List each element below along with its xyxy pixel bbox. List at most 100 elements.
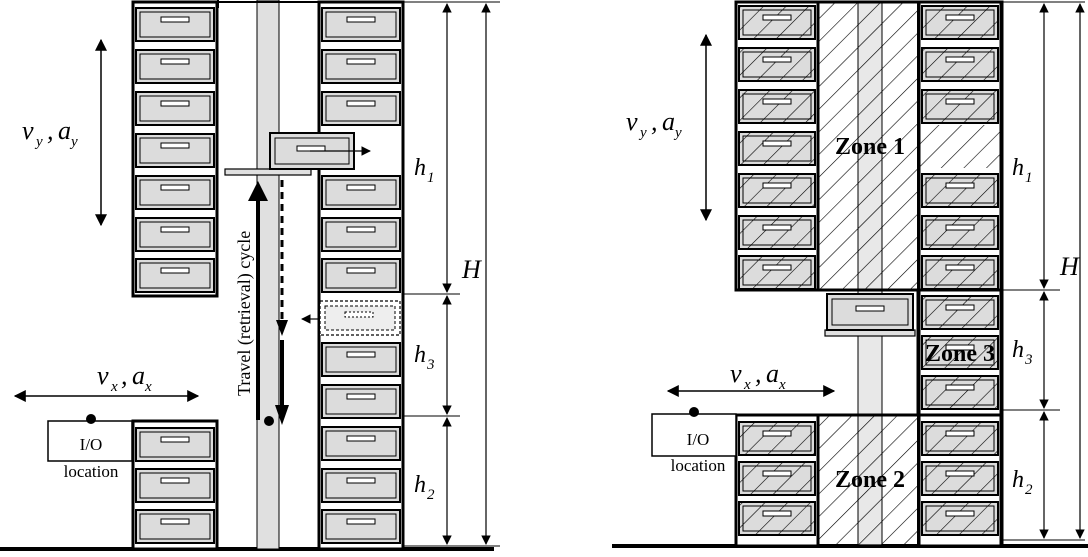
storage-tray [321, 175, 401, 210]
right-io-dot [689, 407, 699, 417]
right-zone1-border [734, 0, 1004, 292]
right-zone3-label: Zone 3 [925, 341, 995, 367]
storage-tray [921, 255, 999, 290]
left-travel-down-arrow-head [275, 405, 289, 425]
right-h1-label: h [1012, 155, 1024, 181]
right-vx-ax-label: v x , a x [730, 359, 786, 393]
right-h1-sub: 1 [1025, 170, 1033, 186]
left-io-line2: location [64, 462, 119, 481]
left-mast [256, 0, 280, 550]
storage-tray [921, 421, 999, 456]
right-h3-label: h [1012, 337, 1024, 363]
left-vy-ay-label: v y , a y [22, 116, 78, 150]
storage-tray [321, 7, 401, 42]
storage-tray [921, 215, 999, 250]
right-ay: a [662, 107, 675, 136]
left-dashed-tray-inner [324, 305, 396, 331]
left-io-line1: I/O [80, 435, 103, 454]
storage-tray [135, 49, 215, 84]
storage-tray [921, 501, 999, 536]
storage-tray [135, 175, 215, 210]
storage-tray [135, 91, 215, 126]
left-ay-sub: y [69, 134, 78, 150]
right-io-line2: location [671, 456, 726, 475]
storage-tray [321, 509, 401, 544]
left-h1-label: h [414, 155, 426, 181]
left-io-dot [86, 414, 96, 424]
left-rack-upper [131, 0, 219, 298]
right-zone1-open-slot [918, 125, 1000, 168]
left-cycle-label: Travel (retrieval) cycle [234, 231, 255, 396]
storage-tray [321, 49, 401, 84]
storage-tray [321, 217, 401, 252]
storage-tray [135, 468, 215, 503]
right-diagram: Zone 1 Zone 2 Zone 3 v y , a y v x , a x… [612, 0, 1088, 548]
storage-tray [738, 5, 816, 40]
storage-tray [321, 91, 401, 126]
right-shuttle-tray-inner [831, 298, 909, 326]
storage-tray [738, 421, 816, 456]
storage-tray [921, 335, 999, 370]
left-io-box [47, 420, 133, 462]
storage-tray [135, 427, 215, 462]
storage-tray [921, 461, 999, 496]
storage-tray [135, 7, 215, 42]
left-ax: a [132, 361, 145, 390]
left-vx: v [97, 361, 109, 390]
right-h2-label: h [1012, 467, 1024, 493]
svg-text:v: v [22, 116, 34, 145]
right-zone2-label: Zone 2 [835, 467, 905, 493]
storage-tray [921, 295, 999, 330]
left-h2-label: h [414, 472, 426, 498]
storage-tray [921, 375, 999, 410]
left-travel-down-dashed-head [276, 320, 288, 336]
right-H-label: H [1059, 252, 1080, 281]
storage-tray [738, 501, 816, 536]
storage-tray [321, 342, 401, 377]
left-vx-sep: , [121, 361, 128, 390]
right-vy-sep: , [651, 107, 658, 136]
left-shuttle-platform [224, 168, 312, 176]
storage-tray [135, 217, 215, 252]
left-travel-start-dot [264, 416, 274, 426]
storage-tray [921, 89, 999, 124]
storage-tray [321, 426, 401, 461]
right-zone2-border [734, 413, 1004, 548]
left-vx-ax-label: v x , a x [97, 361, 152, 395]
right-h3-sub: 3 [1024, 352, 1033, 368]
left-vy-sep: , [47, 116, 54, 145]
left-h3-label: h [414, 342, 426, 368]
right-zone2-overlay [858, 415, 882, 546]
left-shuttle-tray-handle [296, 145, 326, 152]
storage-tray [738, 215, 816, 250]
right-vy-ay-label: v y , a y [626, 107, 682, 141]
right-vx-sep: , [755, 359, 762, 388]
left-dashed-tray-handle [344, 311, 374, 318]
storage-tray [135, 133, 215, 168]
left-h1-sub: 1 [427, 170, 435, 186]
right-ay-sub: y [673, 125, 682, 141]
storage-tray [921, 47, 999, 82]
right-io-line1: I/O [687, 430, 710, 449]
left-ax-sub: x [144, 379, 152, 395]
left-rack-right [317, 0, 405, 551]
left-vy-sub: y [34, 134, 43, 150]
right-ax: a [766, 359, 779, 388]
right-io-box [651, 413, 737, 457]
right-zone1-overlay [858, 2, 882, 290]
storage-tray [738, 89, 816, 124]
left-ay: a [58, 116, 71, 145]
storage-tray [135, 509, 215, 544]
storage-tray [135, 258, 215, 293]
right-shuttle-tray-handle [855, 305, 885, 312]
left-rack-lower [131, 419, 219, 551]
storage-tray [738, 461, 816, 496]
left-H-label: H [461, 255, 482, 284]
left-vy: v [22, 116, 34, 145]
right-zone1-label: Zone 1 [835, 134, 905, 160]
left-vx-sub: x [110, 379, 118, 395]
storage-tray [321, 258, 401, 293]
storage-tray [321, 468, 401, 503]
storage-tray [738, 131, 816, 166]
